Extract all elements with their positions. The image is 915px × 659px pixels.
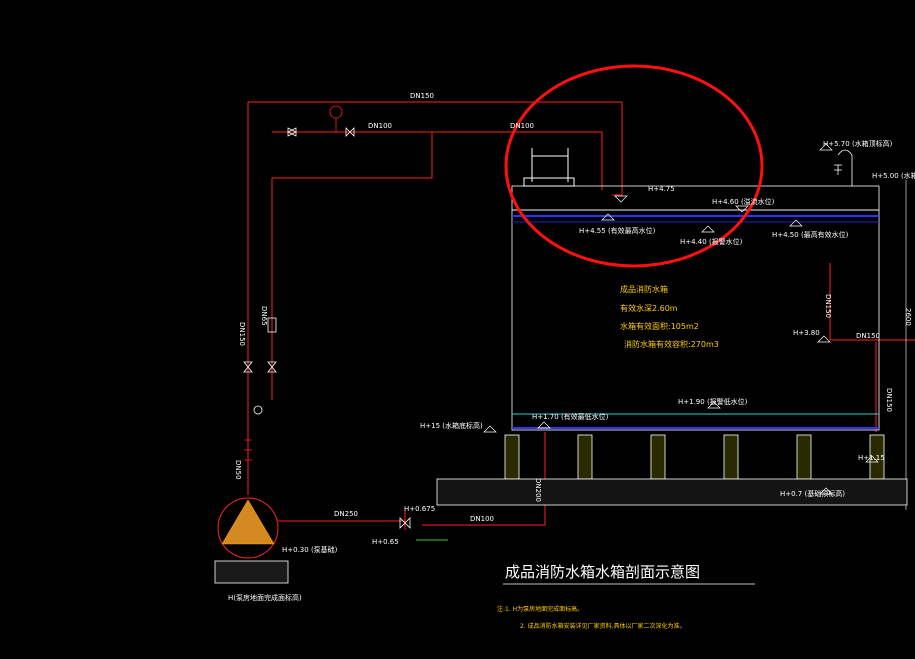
label-h-0-30: H+0.30 (泵基础) — [282, 545, 338, 554]
pier — [577, 434, 593, 480]
label-h-4-40: H+4.40 (报警水位) — [680, 237, 743, 246]
gate-valve-left — [243, 361, 253, 373]
label-dn150-r2: DN150 — [885, 388, 893, 412]
label-h-1-90: H+1.90 (报警低水位) — [678, 397, 748, 406]
pier — [504, 434, 520, 480]
label-dn250: DN250 — [334, 510, 358, 518]
tank-ladder — [531, 148, 569, 182]
label-dn200: DN200 — [534, 478, 542, 502]
tank-info-block: 成品消防水箱 有效水深2.60m 水箱有效面积:105m2 消防水箱有效容积:2… — [620, 284, 719, 349]
flow-switch — [267, 317, 277, 333]
tank-supports — [436, 434, 908, 506]
label-dn100-tank: DN100 — [510, 122, 534, 130]
water-tank — [511, 148, 907, 510]
small-valve-stack — [244, 439, 252, 461]
label-h-1-15: H+1.15 — [858, 454, 885, 462]
pier — [723, 434, 739, 480]
label-h-1-70: H+1.70 (有效最低水位) — [532, 412, 609, 421]
check-valve-top2 — [287, 127, 297, 137]
label-h-15: H+15 (水箱底标高) — [420, 421, 483, 430]
drawing-title: 成品消防水箱水箱剖面示意图 — [505, 563, 700, 581]
pipe-valve-branch — [272, 131, 603, 190]
pump-body — [217, 497, 279, 559]
level-markers — [483, 143, 879, 495]
elevation-labels: H+5.70 (水箱顶标高) H+5.00 (水箱...) H+4.75 H+4… — [228, 139, 915, 602]
label-dn150-left: DN150 — [238, 322, 246, 346]
label-h-bottom: H(泵房地面完成面标高) — [228, 593, 302, 602]
pipe-size-labels: DN150 DN100 DN100 DN150 DN65 DN50 DN250 … — [234, 92, 893, 523]
pier — [650, 434, 666, 480]
label-dn150-top: DN150 — [410, 92, 434, 100]
pipe-network — [247, 101, 915, 530]
note-2: 2. 成品消防水箱安装详见厂家资料,具体以厂家二次深化为准。 — [520, 622, 686, 630]
label-h-5-70: H+5.70 (水箱顶标高) — [823, 139, 893, 148]
label-dn150-right: DN150 — [856, 332, 880, 340]
tank-area: 水箱有效面积:105m2 — [620, 321, 699, 331]
tank-name: 成品消防水箱 — [620, 284, 668, 294]
label-h-4-50: H+4.50 (最高有效水位) — [772, 230, 849, 239]
gate-valve-pump — [399, 517, 411, 529]
tank-volume: 消防水箱有效容积:270m3 — [624, 339, 719, 349]
tank-body — [511, 209, 880, 431]
label-h-0-7: H+0.7 (基础顶标高) — [780, 489, 845, 498]
pump-foundation — [214, 560, 289, 584]
pressure-switch-icon — [253, 405, 263, 415]
gate-valve-right — [267, 361, 277, 373]
label-h-4-55: H+4.55 (有效最高水位) — [579, 226, 656, 235]
label-dn150-mid: DN150 — [824, 294, 832, 318]
pier — [796, 434, 812, 480]
label-dn50: DN50 — [234, 460, 242, 480]
pipe-dn65-riser — [272, 132, 433, 179]
highlight-ellipse — [504, 64, 764, 268]
pressure-gauge-icon — [329, 105, 343, 119]
label-h-4-75: H+4.75 — [648, 185, 675, 193]
pipe-outlet — [422, 432, 546, 526]
vent-pipe — [834, 149, 853, 186]
pump-hatch-triangle — [221, 499, 275, 545]
label-dn100-valve: DN100 — [368, 122, 392, 130]
pipe-dn150-top — [248, 101, 623, 196]
label-side-dim: 2600 — [904, 308, 912, 326]
label-h-0-65: H+0.65 — [372, 538, 399, 546]
tank-depth: 有效水深2.60m — [620, 303, 678, 313]
label-dn100-pump: DN100 — [470, 515, 494, 523]
pipe-right-drain — [829, 263, 840, 341]
ladder-base — [523, 177, 575, 187]
tank-top-slab — [511, 185, 880, 211]
note-1: 注:1. H为泵房地面完成面标高。 — [497, 605, 583, 613]
gate-valve-top — [345, 127, 355, 137]
label-h-4-60: H+4.60 (溢流水位) — [712, 197, 775, 206]
valves — [243, 105, 411, 529]
label-h-3-80: H+3.80 — [793, 329, 820, 337]
fire-pump — [214, 497, 289, 584]
label-h-0-675: H+0.675 — [404, 505, 435, 513]
label-dn65: DN65 — [260, 306, 268, 326]
floor-slab — [436, 478, 908, 506]
label-h-5-00: H+5.00 (水箱...) — [872, 171, 915, 180]
